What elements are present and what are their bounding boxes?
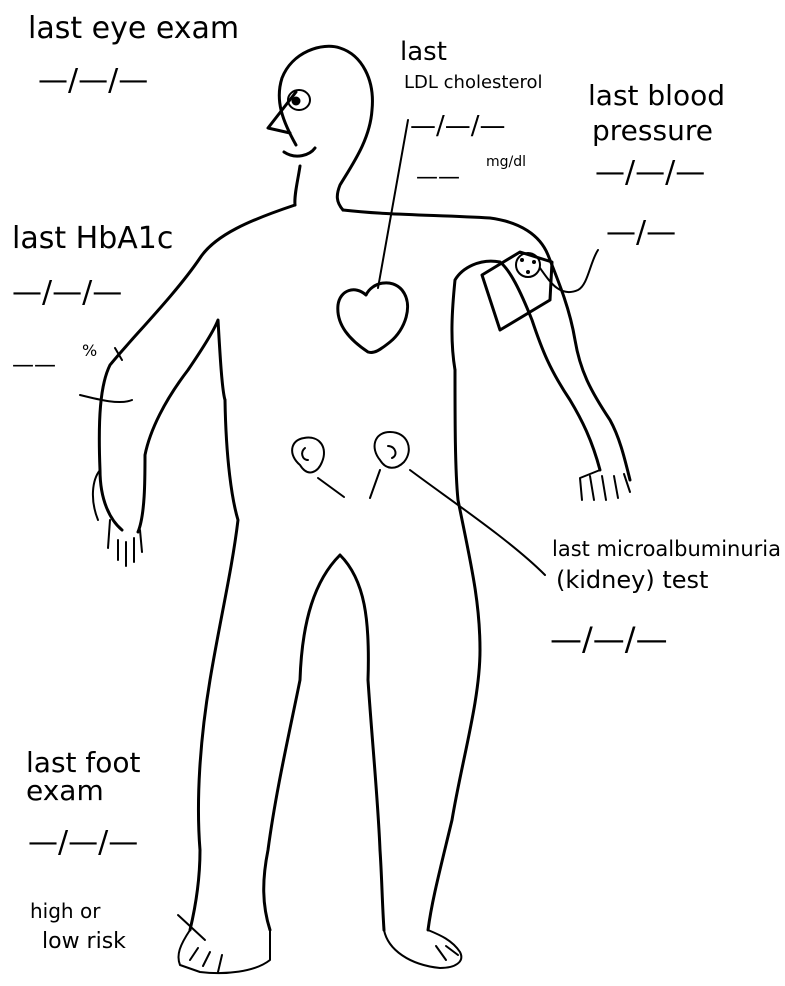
- hba1c-value-blank[interactable]: ——: [12, 353, 56, 378]
- foot-exam-label-line2: exam: [26, 774, 104, 807]
- ldl-label-line2: LDL cholesterol: [404, 72, 543, 93]
- left-foot: [178, 930, 270, 973]
- right-foot: [384, 930, 461, 968]
- human-body-outline: [93, 46, 630, 973]
- left-kidney-icon: [292, 438, 344, 497]
- torso-outline: [190, 400, 238, 930]
- bp-label-line2: pressure: [592, 114, 713, 147]
- bp-label-line1: last blood: [588, 79, 725, 112]
- head: [279, 46, 372, 210]
- ldl-unit: mg/dl: [486, 154, 526, 170]
- eye-exam-label: last eye exam: [28, 11, 239, 46]
- kidney-date-blank[interactable]: —/—/—: [550, 620, 668, 658]
- hba1c-label: last HbA1c: [12, 221, 173, 256]
- kidney-label-line2: (kidney) test: [556, 566, 708, 594]
- foot-risk-label-line2: low risk: [42, 929, 126, 954]
- face-profile: [268, 92, 315, 156]
- legs-outline: [264, 555, 384, 930]
- foot-risk-label-line1: high or: [30, 899, 101, 923]
- kidney-leader-line: [410, 470, 545, 575]
- hba1c-unit: %: [82, 341, 97, 360]
- heart-icon: [338, 283, 408, 353]
- ldl-value-blank[interactable]: ——: [416, 165, 460, 190]
- eye-exam-date-blank[interactable]: —/—/—: [38, 63, 148, 98]
- hba1c-date-blank[interactable]: —/—/—: [12, 275, 122, 310]
- bp-date-blank[interactable]: —/—/—: [595, 155, 705, 190]
- foot-exam-date-blank[interactable]: —/—/—: [28, 825, 138, 860]
- ldl-label-line1: last: [400, 37, 447, 67]
- neck: [295, 166, 300, 205]
- bp-value-blank[interactable]: —/—: [606, 215, 676, 250]
- ldl-date-blank[interactable]: —/—/—: [410, 111, 506, 141]
- ldl-leader-line: [378, 120, 408, 288]
- right-hand: [580, 470, 630, 500]
- kidney-label-line1: last microalbuminuria: [552, 537, 781, 561]
- right-kidney-icon: [370, 432, 409, 498]
